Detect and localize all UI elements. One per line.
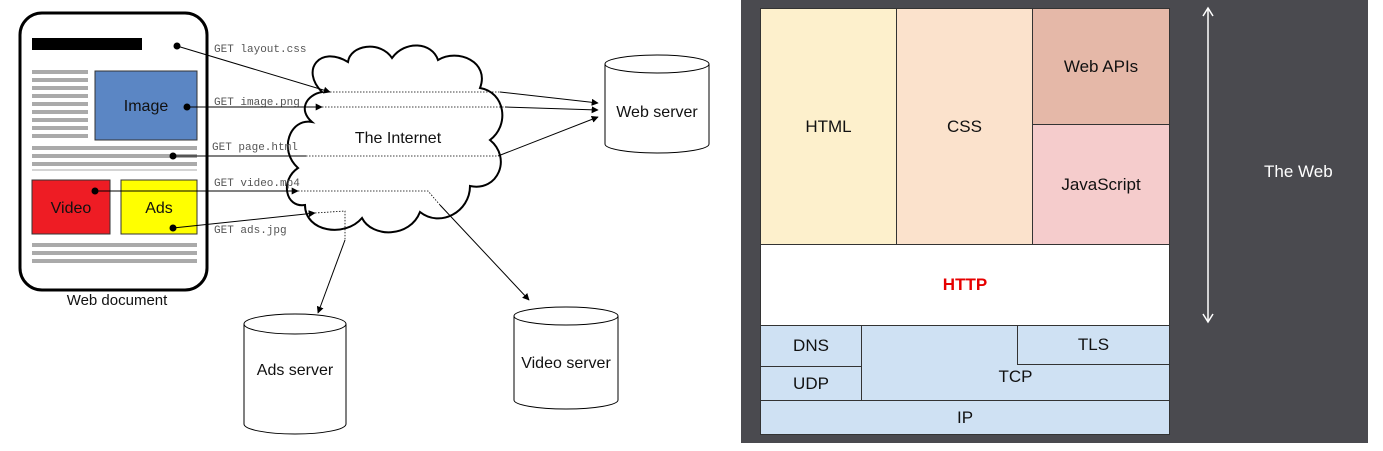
ads-block (120, 179, 198, 235)
stack-javascript-label: JavaScript (1061, 174, 1141, 194)
internet-cloud-label: The Internet (355, 130, 442, 147)
image-block-label: Image (124, 98, 169, 115)
web-document-caption: Web document (67, 292, 168, 309)
stack-tls: TLS (1017, 325, 1170, 365)
stack-css-label: CSS (947, 116, 982, 136)
stack-udp: UDP (760, 366, 862, 401)
the-web-span-arrow (1202, 6, 1214, 324)
web-request-diagram: Image Video Ads Web document The Interne… (18, 11, 710, 435)
server-arrows (316, 91, 599, 314)
video-server (513, 306, 619, 410)
request-label-video-mp4: GET video.mp4 (214, 178, 300, 190)
video-server-label: Video server (521, 355, 611, 372)
document-heading-bar (32, 38, 142, 50)
ads-server (243, 313, 347, 435)
stack-dns: DNS (760, 325, 862, 367)
document-text-lines (32, 70, 197, 263)
request-arrows (95, 45, 331, 229)
stack-web-apis: Web APIs (1032, 8, 1170, 125)
stack-css: CSS (896, 8, 1033, 245)
ads-block-label: Ads (145, 200, 173, 217)
web-document: Image Video Ads (18, 11, 209, 292)
stack-html: HTML (760, 8, 897, 245)
stack-javascript: JavaScript (1032, 124, 1170, 245)
image-block (94, 70, 198, 141)
stack-ip: IP (760, 400, 1170, 435)
stack-tcp-label: TCP (998, 367, 1033, 386)
stack-udp-label: UDP (793, 373, 829, 393)
stack-http: HTTP (760, 244, 1170, 326)
internet-routes (298, 91, 505, 240)
web-server (604, 54, 710, 154)
stack-ip-label: IP (956, 407, 974, 427)
stack-html-label: HTML (805, 116, 852, 136)
stack-web-apis-label: Web APIs (1063, 56, 1139, 76)
request-label-page-html: GET page.html (212, 142, 298, 154)
request-label-ads-jpg: GET ads.jpg (214, 225, 287, 237)
ads-server-label: Ads server (257, 362, 334, 379)
request-label-image-png: GET image.png (214, 97, 300, 109)
stack-http-label: HTTP (942, 275, 988, 294)
the-web-label: The Web (1264, 162, 1333, 181)
request-label-layout-css: GET layout.css (214, 44, 306, 56)
stack-dns-label: DNS (793, 336, 829, 355)
web-server-label: Web server (616, 104, 698, 121)
stack-tls-label: TLS (1077, 335, 1110, 354)
video-block-label: Video (51, 200, 92, 217)
